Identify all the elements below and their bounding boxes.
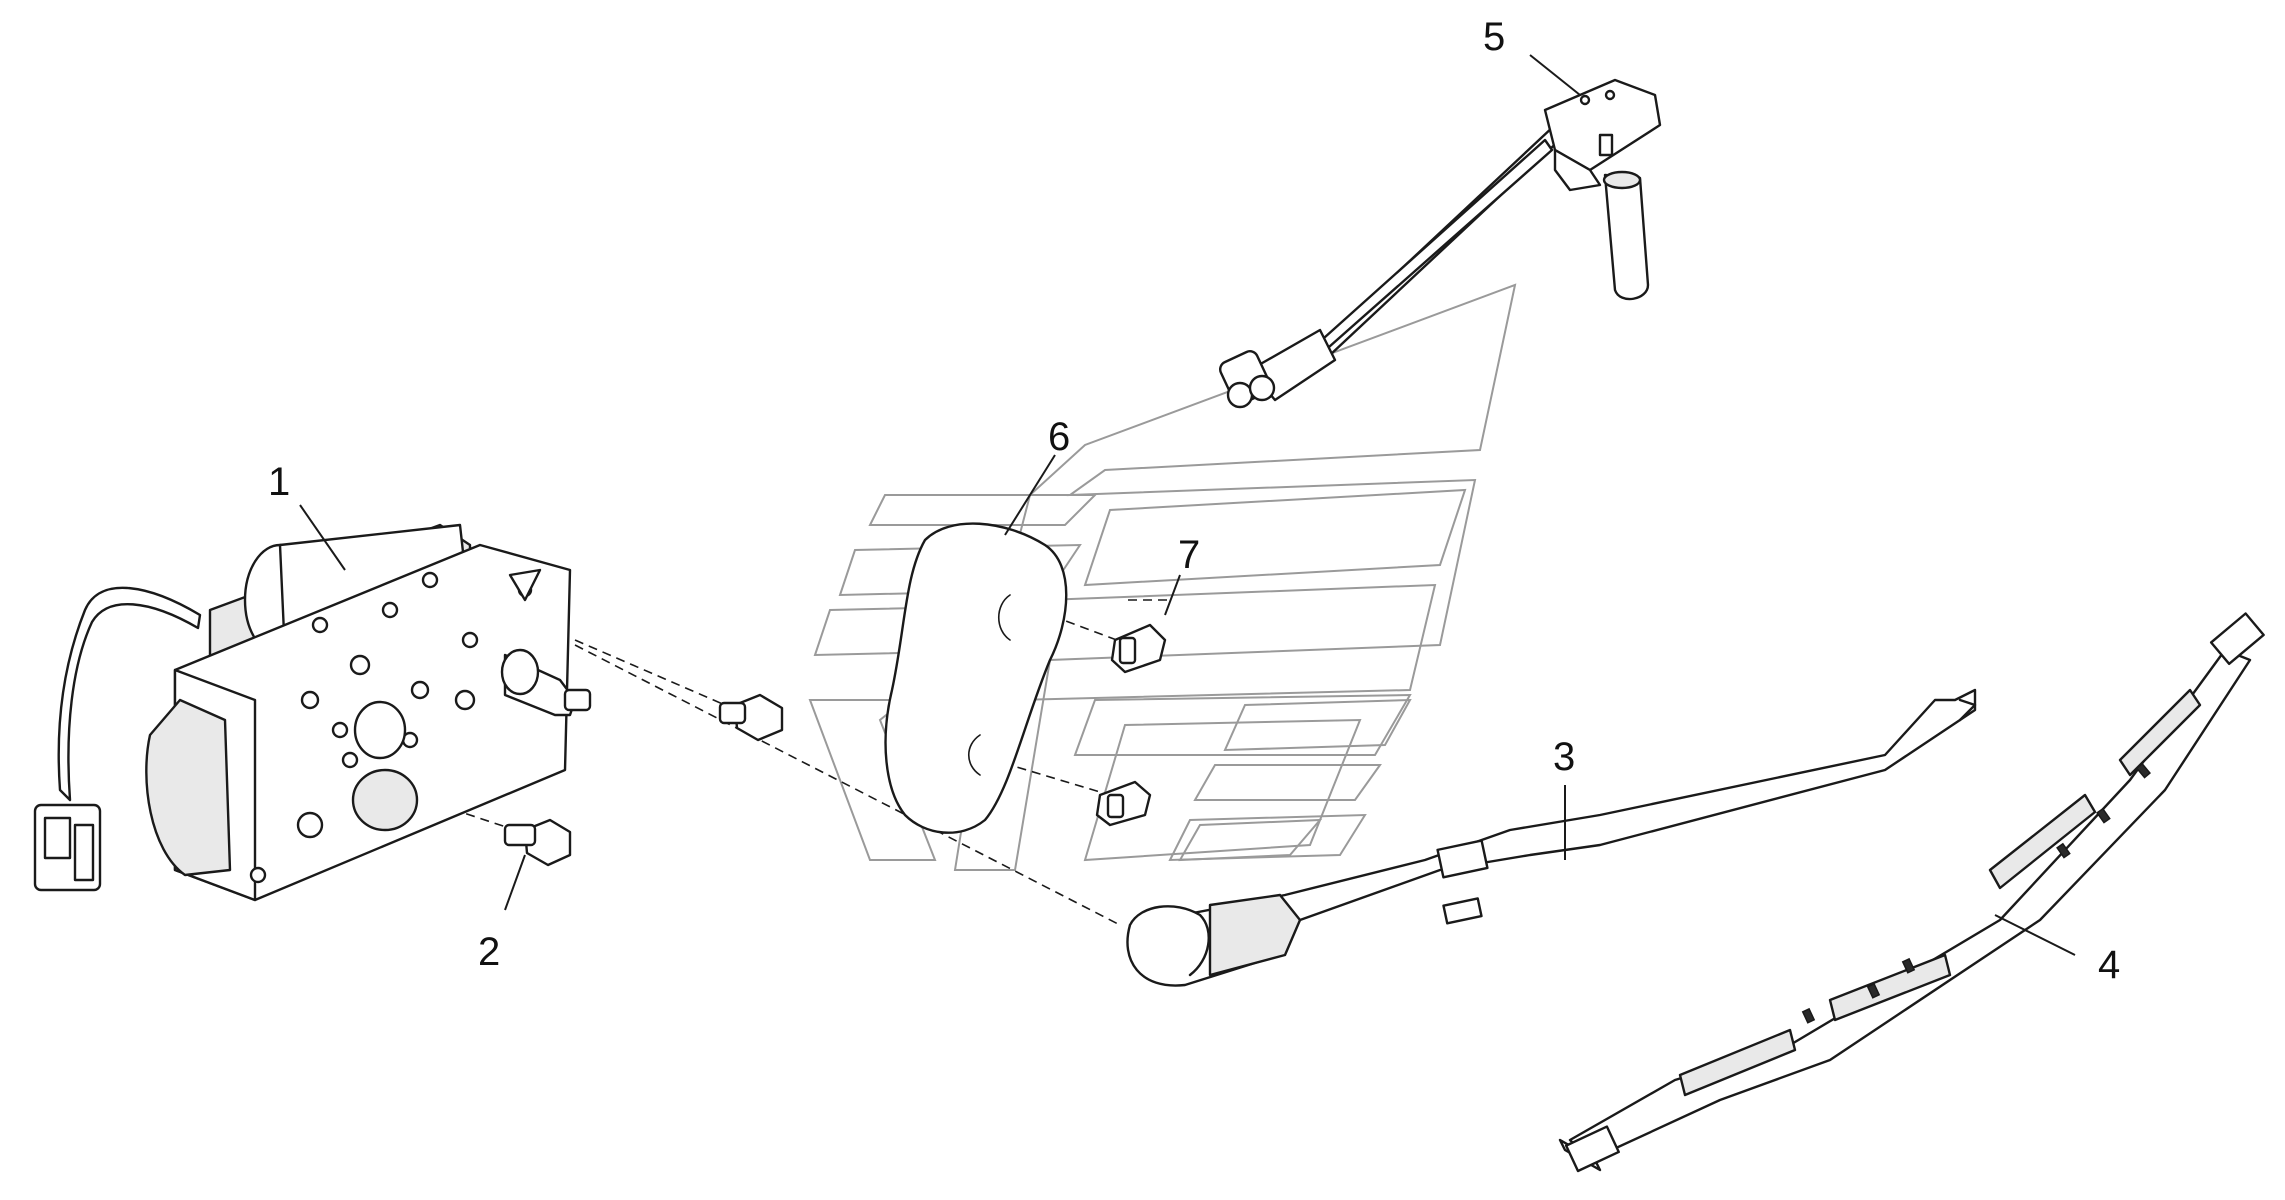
wiper-arm: [1126, 688, 1977, 987]
callout-5: 5: [1483, 15, 1505, 59]
gasket-cover: [884, 522, 1068, 834]
callout-3: 3: [1553, 735, 1575, 779]
screw-upper: [1110, 623, 1167, 674]
screw-lower: [1095, 780, 1152, 827]
washer-switch: [1219, 78, 1662, 409]
callout-7: 7: [1178, 533, 1200, 577]
shaft-nut: [718, 693, 784, 742]
callout-leaders: [299, 54, 2076, 956]
callout-labels: 1 2 3 4 5 6 7: [268, 15, 2120, 987]
wiper-motor: [33, 523, 592, 902]
motor-mounting-bolt: [503, 818, 572, 867]
callout-4: 4: [2098, 943, 2120, 987]
callout-1: 1: [268, 460, 290, 504]
callout-6: 6: [1048, 415, 1070, 459]
callout-2: 2: [478, 930, 500, 974]
wiper-blade: [1558, 612, 2265, 1173]
